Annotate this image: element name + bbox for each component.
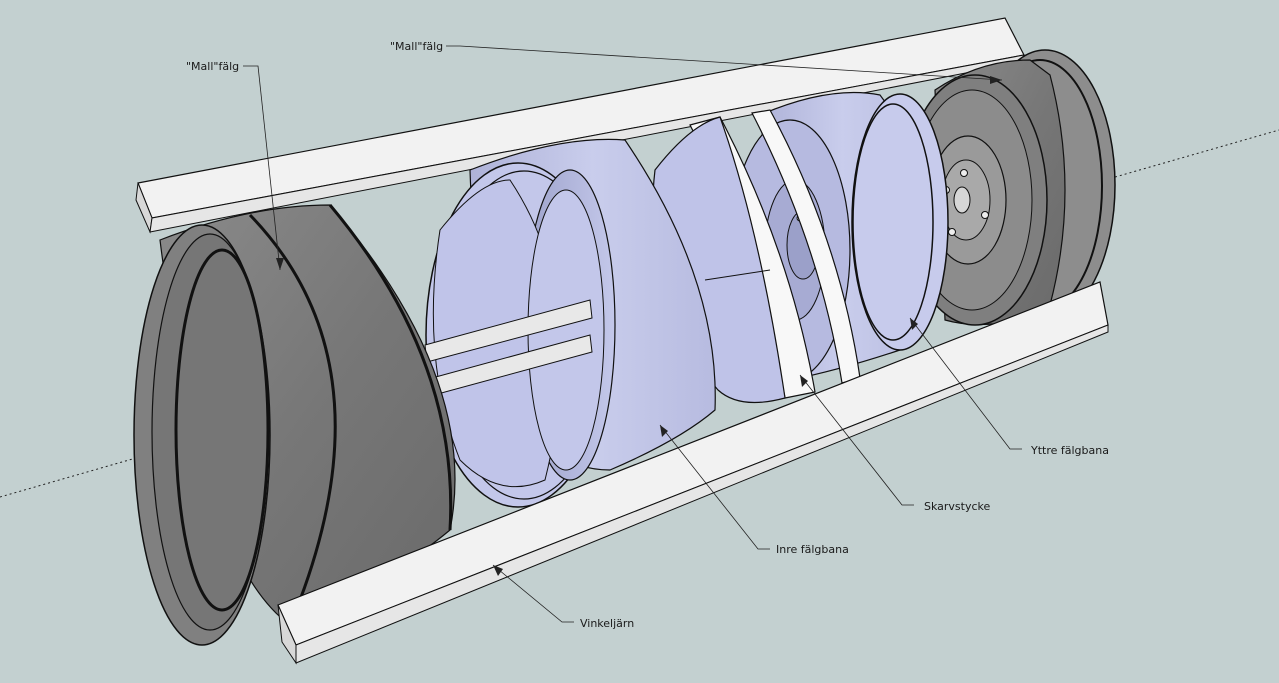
label-inre-falgbana: Inre fälgbana bbox=[776, 543, 849, 556]
label-yttre-falgbana: Yttre fälgbana bbox=[1030, 444, 1109, 457]
outer-rim-track bbox=[729, 91, 949, 381]
label-skarvstycke: Skarvstycke bbox=[924, 500, 991, 513]
label-mall-falg-right: "Mall"fälg bbox=[390, 40, 443, 53]
leader-arrows bbox=[276, 76, 1002, 576]
template-rim-left bbox=[133, 204, 456, 646]
angle-iron-bottom bbox=[277, 281, 1109, 665]
label-vinkeljarn: Vinkeljärn bbox=[580, 617, 634, 630]
label-mall-falg-left: "Mall"fälg bbox=[186, 60, 239, 73]
leader-lines bbox=[243, 45, 1022, 623]
